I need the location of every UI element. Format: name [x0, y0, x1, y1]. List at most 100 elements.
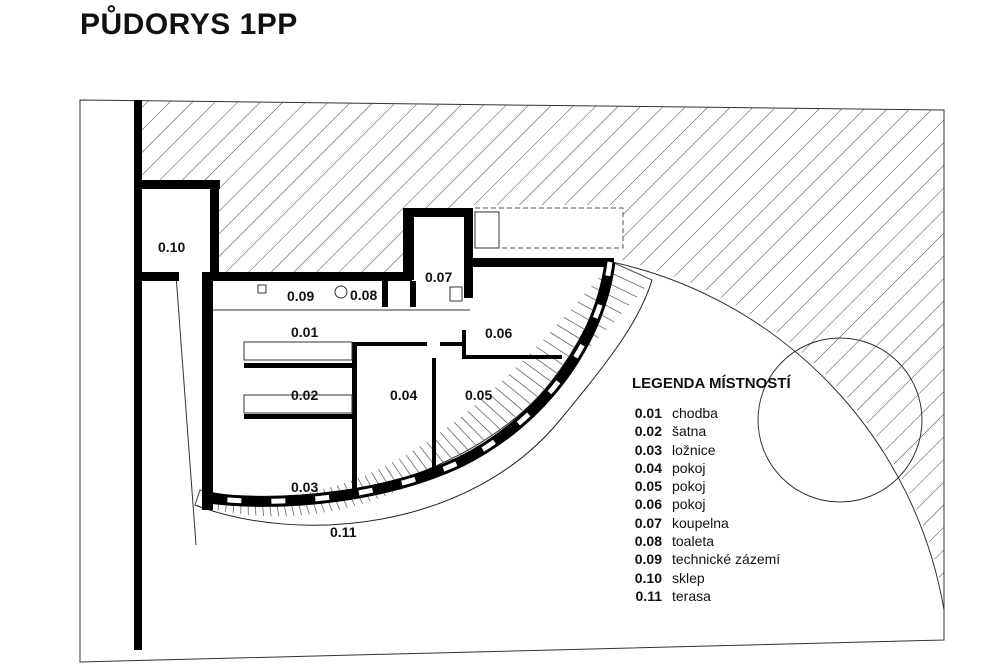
room-label-0-05: 0.05: [465, 387, 492, 403]
deck-board: [467, 410, 493, 436]
shelf-01: [243, 341, 353, 361]
light-well-box: [474, 211, 500, 249]
legend-room-name: pokoj: [672, 459, 706, 476]
terrace-band: [194, 261, 653, 526]
legend-room-name: technické zázemí: [672, 551, 781, 568]
wall-07-08: [410, 281, 416, 307]
legend-room-number: 0.04: [634, 459, 662, 476]
room-label-0-03: 0.03: [291, 479, 318, 495]
legend-room-number: 0.01: [634, 405, 662, 421]
shelf-02: [243, 394, 353, 414]
deck-board: [501, 380, 531, 405]
deck-board: [481, 399, 508, 424]
cellar-wall-bottom: [134, 272, 179, 281]
deck-board: [488, 393, 516, 418]
legend-room-number: 0.05: [634, 478, 662, 495]
page-title: PŮDORYS 1PP: [80, 8, 298, 41]
legend-room-number: 0.06: [634, 496, 662, 513]
legend-row: 0.07 koupelna: [632, 514, 791, 532]
room-label-0-09: 0.09: [287, 288, 314, 304]
room-label-0-06: 0.06: [485, 325, 512, 341]
legend-row: 0.01 chodba: [632, 404, 791, 422]
deck-board: [522, 360, 554, 384]
fixture-07: [449, 286, 463, 302]
wall-04-top: [352, 342, 427, 346]
wall-02-bottom: [244, 414, 356, 419]
wall-08: [382, 281, 388, 307]
deck-board: [460, 416, 485, 441]
deck-board: [194, 489, 201, 506]
legend-room-name: sklep: [672, 569, 705, 586]
deck-board: [495, 386, 523, 411]
cellar-wall-top: [134, 180, 220, 189]
curved-outer-wall: [207, 261, 616, 507]
bath-wall-north: [403, 208, 471, 217]
legend-room-number: 0.10: [634, 569, 662, 586]
bath-wall-west: [403, 208, 414, 280]
legend-title: LEGENDA MÍSTNOSTÍ: [632, 375, 791, 392]
legend-row: 0.02 šatna: [632, 422, 791, 440]
wall-04-05: [432, 358, 436, 473]
legend-room-number: 0.03: [634, 441, 662, 458]
legend-room-number: 0.09: [634, 551, 662, 568]
legend-row: 0.04 pokoj: [632, 459, 791, 477]
legend-room-name: koupelna: [672, 514, 729, 531]
room-label-0-01: 0.01: [291, 324, 318, 340]
legend-room-number: 0.07: [634, 514, 662, 531]
legend-row: 0.08 toaleta: [632, 532, 791, 550]
tree-circle: [757, 337, 923, 503]
legend-room-name: chodba: [672, 405, 718, 421]
wall-06-bottom: [462, 355, 562, 359]
light-well: [474, 207, 624, 249]
deck-board: [433, 436, 455, 462]
legend-room-number: 0.11: [635, 587, 662, 604]
legend-row: 0.11 terasa: [632, 587, 791, 605]
room-label-0-10: 0.10: [158, 239, 185, 255]
terrain-arc: [611, 261, 945, 611]
deck-board: [515, 367, 546, 391]
legend-room-name: terasa: [672, 587, 711, 604]
room-label-0-02: 0.02: [291, 387, 318, 403]
wall-north: [202, 272, 412, 281]
deck-board: [570, 309, 607, 331]
deck-board: [611, 261, 653, 281]
wall-06-west: [462, 330, 466, 358]
deck-board: [446, 427, 470, 452]
room-label-0-08: 0.08: [350, 287, 377, 303]
terrace-edge-west: [175, 274, 197, 546]
room06-wall-west: [464, 208, 473, 298]
legend-row: 0.10 sklep: [632, 569, 791, 587]
room-label-0-11: 0.11: [330, 524, 357, 540]
room-label-0-07: 0.07: [425, 269, 452, 285]
legend-room-name: ložnice: [672, 441, 716, 458]
room-label-0-04: 0.04: [390, 387, 417, 403]
legend-row: 0.03 ložnice: [632, 441, 791, 459]
deck-board: [508, 374, 539, 398]
legend-room-name: pokoj: [672, 478, 706, 495]
deck-board: [440, 432, 462, 457]
retaining-wall-west: [134, 100, 142, 650]
deck-board: [426, 441, 447, 467]
terrain-hatch: [140, 100, 944, 600]
legend-room-number: 0.02: [634, 423, 662, 440]
legend-room-number: 0.08: [634, 533, 662, 550]
wall-04-west: [352, 342, 357, 492]
legend-room-name: šatna: [672, 423, 707, 440]
legend-room-name: toaleta: [672, 533, 715, 550]
fixture-09a: [257, 284, 267, 294]
legend-room-name: pokoj: [672, 496, 706, 513]
wall-02-top: [244, 363, 356, 368]
curved-wall-openings: [207, 261, 613, 504]
deck-board: [474, 405, 500, 430]
cellar-wall-east: [210, 180, 219, 280]
deck-board: [453, 421, 478, 447]
fixture-09b: [334, 285, 348, 299]
wall-west: [202, 272, 213, 510]
wall-05-top: [440, 342, 462, 346]
legend-row: 0.09 technické zázemí: [632, 550, 791, 568]
legend-row: 0.05 pokoj: [632, 477, 791, 495]
room06-wall-north: [464, 258, 614, 267]
legend-row: 0.06 pokoj: [632, 495, 791, 513]
